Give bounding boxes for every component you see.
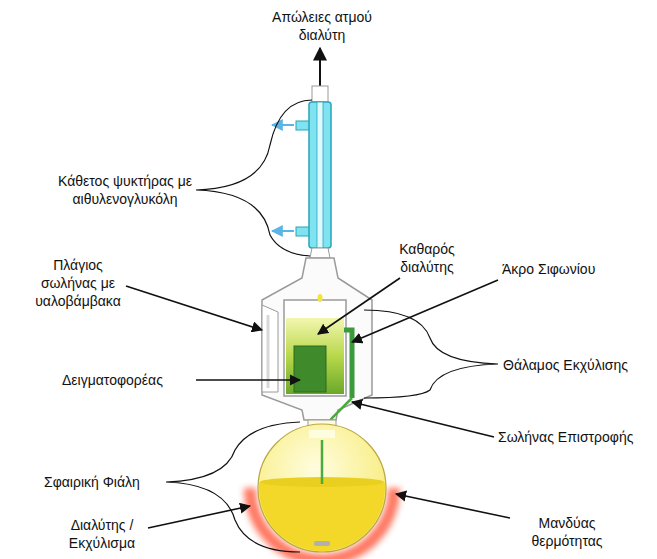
vapour-arrow xyxy=(319,48,321,86)
part-label: Μανδύας θερμότητας xyxy=(512,514,622,550)
part-label: Πλάγιος σωλήνας με υαλοβάμβακα xyxy=(28,256,128,310)
part-label: Κάθετος ψυκτήρας με αιθυλενογλυκόλη xyxy=(50,172,200,208)
part-label: Άκρο Σιφωνίου xyxy=(502,260,642,278)
bracket xyxy=(196,100,312,256)
part-label: Δειγματοφορέας xyxy=(62,371,202,389)
flask xyxy=(250,420,394,559)
part-label: Σφαιρική Φιάλη xyxy=(44,473,174,491)
part-label: Σωλήνας Επιστροφής xyxy=(498,428,653,446)
part-label: Διαλύτης / Εκχύλισμα xyxy=(52,516,152,552)
bracket xyxy=(364,310,498,398)
stir-bar xyxy=(314,541,330,546)
drop xyxy=(318,294,323,302)
part-label: Θάλαμος Εκχύλισης xyxy=(503,356,653,374)
condenser xyxy=(272,86,331,258)
thimble xyxy=(294,346,326,392)
bracket xyxy=(166,422,300,552)
part-label: Καθαρός διαλύτης xyxy=(382,240,472,276)
siphon xyxy=(344,330,352,398)
leader-lines xyxy=(126,278,510,528)
part-label: Απώλειες ατμού διαλύτη xyxy=(262,8,382,44)
